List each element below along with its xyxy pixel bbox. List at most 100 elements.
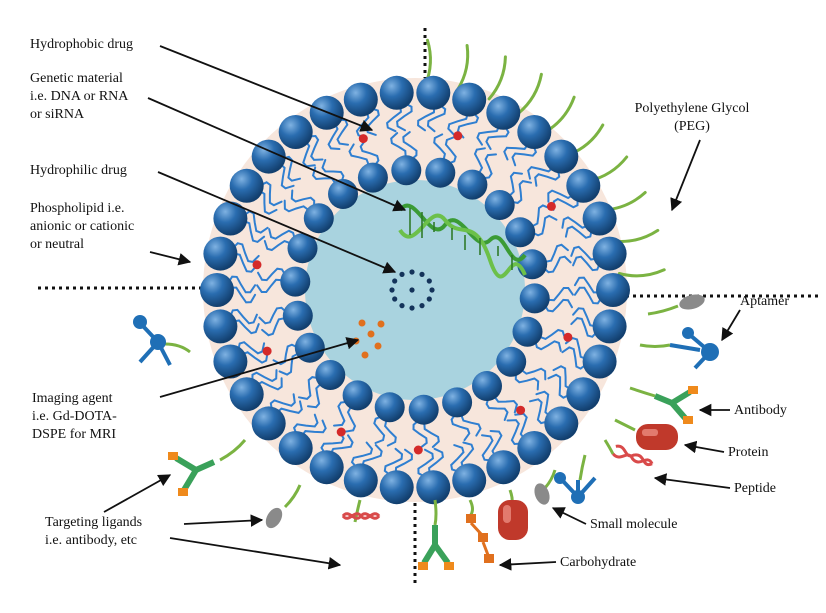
lipid-tail: [450, 412, 471, 442]
lipid-head: [472, 371, 502, 401]
lipid-head: [544, 139, 579, 174]
label-peptide: Peptide: [734, 481, 776, 496]
small-molecule-lower-left: [265, 484, 302, 529]
small-molecule-right: [534, 469, 557, 505]
lipid-head: [452, 82, 487, 117]
label-small-molecule: Small molecule: [590, 517, 677, 532]
label-line: Antibody: [734, 403, 787, 418]
lipid-head: [416, 75, 451, 110]
lipid-tail: [257, 267, 287, 282]
lipid-head: [582, 344, 617, 379]
lipid-tail: [564, 225, 594, 239]
lipid-head: [309, 450, 344, 485]
arrow-aptamer: [721, 309, 741, 342]
aptamer-left: [133, 315, 191, 366]
label-carbohydrate: Carbohydrate: [560, 555, 636, 570]
lipid-tail: [542, 255, 572, 274]
hydrophilic-drug-dot: [409, 305, 415, 311]
hydrophobic-drug-dot: [563, 332, 573, 342]
arrow-peptide: [653, 473, 731, 489]
hydrophobic-drug-particles: [252, 131, 573, 455]
hydrophilic-drug-dot: [426, 296, 432, 302]
label-line: Small molecule: [590, 517, 677, 532]
label-line: Genetic material: [30, 71, 123, 86]
lipid-tail: [258, 306, 288, 325]
hydrophobic-drug-dot: [336, 427, 346, 437]
lipid-head: [342, 380, 373, 411]
label-peg: Polyethylene Glycol (PEG): [635, 101, 750, 134]
label-line: DSPE for MRI: [32, 427, 116, 442]
lipid-tail: [359, 138, 380, 168]
label-line: Aptamer: [740, 294, 789, 309]
lipid-tail: [529, 398, 552, 425]
arrow-small-molecule: [551, 507, 587, 525]
label-line: Hydrophobic drug: [30, 37, 133, 52]
label-line: or siRNA: [30, 107, 85, 122]
imaging-agent-particles: [352, 319, 385, 359]
lipid-tail: [257, 181, 283, 207]
lipid-head: [213, 344, 248, 379]
hydrophilic-drug-dot: [409, 287, 415, 293]
hydrophilic-drug-dot: [392, 296, 398, 302]
hydrophobic-drug-dot: [262, 346, 272, 356]
hydrophobic-drug-dot: [358, 134, 368, 144]
lipid-head: [251, 139, 286, 174]
hydrophilic-drug-dot: [429, 287, 435, 293]
lipid-tail: [350, 441, 374, 471]
arrow-peg: [670, 139, 701, 212]
lipid-tail: [226, 275, 257, 294]
lipid-head: [566, 377, 601, 412]
arrow-hydrophilic-drug: [157, 171, 397, 274]
label-line: Polyethylene Glycol: [635, 101, 750, 116]
lipid-tail: [543, 298, 573, 313]
small-molecule-upper-right: [647, 294, 705, 316]
label-line: Targeting ligands: [45, 515, 142, 530]
aptamer-right: [639, 327, 719, 370]
label-hydrophilic-drug: Hydrophilic drug: [30, 163, 127, 178]
antibody-right: [629, 386, 698, 424]
peg-chain: [487, 55, 507, 101]
lipid-head: [416, 470, 451, 505]
antibody-bottom: [418, 499, 454, 570]
lipid-head: [582, 201, 617, 236]
hydrophilic-drug-dot: [426, 278, 432, 284]
lipid-tail: [506, 419, 525, 446]
lipid-tail: [269, 393, 296, 414]
lipid-tail: [485, 123, 510, 150]
lipid-head: [203, 309, 238, 344]
lipid-tail: [480, 153, 497, 180]
lipid-tail: [456, 109, 480, 139]
arrow-imaging-agent: [159, 337, 360, 398]
hydrophobic-drug-dot: [252, 260, 262, 270]
outer-lipid-heads: [200, 75, 630, 505]
lipid-tail: [272, 343, 300, 366]
lipid-head: [303, 203, 334, 234]
lipid-tail: [373, 414, 386, 444]
lipid-tail: [509, 180, 532, 204]
arrow-targeting-small-molecule: [183, 514, 264, 527]
lipid-tail: [290, 189, 316, 210]
lipid-head: [592, 236, 627, 271]
label-line: i.e. DNA or RNA: [30, 89, 129, 104]
lipid-head: [519, 283, 550, 314]
label-phospholipid: Phospholipid i.e. anionic or cationic or…: [30, 201, 134, 252]
hydrophobic-drug-dot: [546, 201, 556, 211]
lipid-tail: [278, 155, 301, 182]
lipid-head: [408, 394, 439, 425]
protein-right: [614, 418, 678, 450]
lipid-head: [596, 273, 630, 307]
lipid-tail: [485, 396, 509, 421]
lipid-tail: [570, 317, 600, 338]
lipid-head: [278, 115, 313, 149]
lipid-head: [229, 377, 264, 412]
lipid-head: [343, 82, 378, 117]
lipid-tail: [514, 370, 540, 391]
lipid-tail: [402, 131, 418, 162]
callout-arrows: [103, 45, 741, 571]
peptide-lower-left: [341, 499, 381, 523]
label-line: Imaging agent: [32, 391, 113, 406]
lipid-head: [544, 406, 579, 441]
lipid-head: [517, 115, 552, 149]
lipid-head: [442, 387, 473, 418]
